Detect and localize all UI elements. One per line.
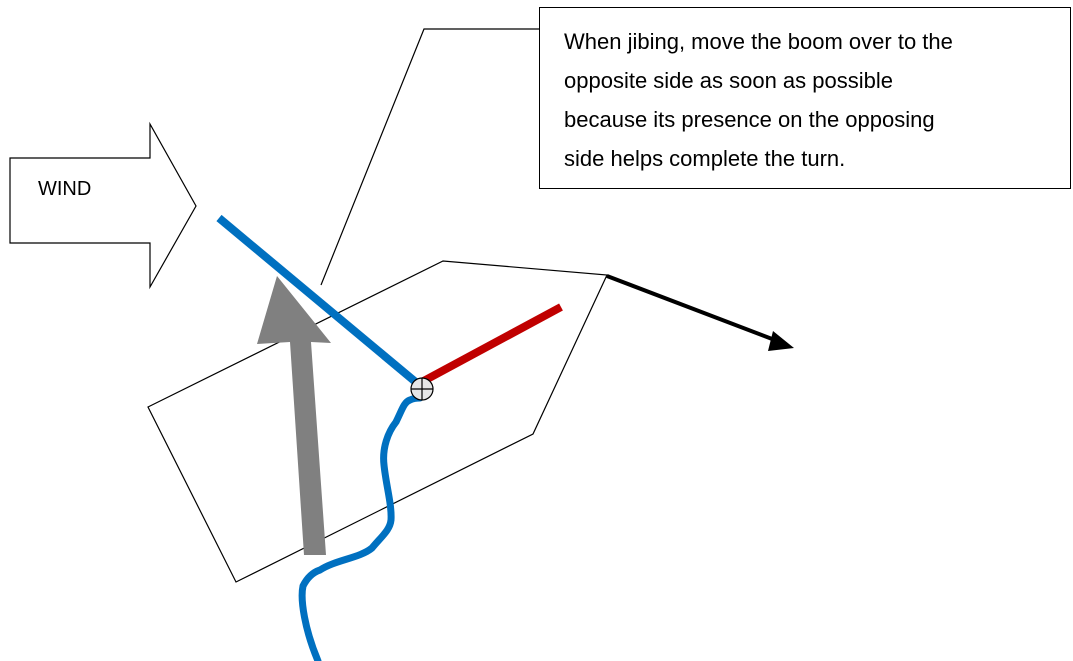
boom-blue xyxy=(216,214,421,388)
callout-line: side helps complete the turn. xyxy=(564,146,846,171)
callout-line: When jibing, move the boom over to the xyxy=(564,29,953,54)
direction-arrow-head xyxy=(768,331,794,351)
mast-foot-icon xyxy=(410,377,434,401)
callout-line: because its presence on the opposing xyxy=(564,107,935,132)
heading-arrow-gray xyxy=(257,276,331,555)
wind-label: WIND xyxy=(38,178,92,200)
wind-arrow xyxy=(9,121,197,290)
direction-arrow-shaft xyxy=(606,274,781,344)
board-outline xyxy=(147,260,608,583)
callout-line: opposite side as soon as possible xyxy=(564,68,893,93)
callout-box: When jibing, move the boom over to the o… xyxy=(539,7,1071,189)
boom-red xyxy=(416,303,563,388)
callout-leader-line xyxy=(320,28,539,286)
board-track-line xyxy=(298,394,424,661)
